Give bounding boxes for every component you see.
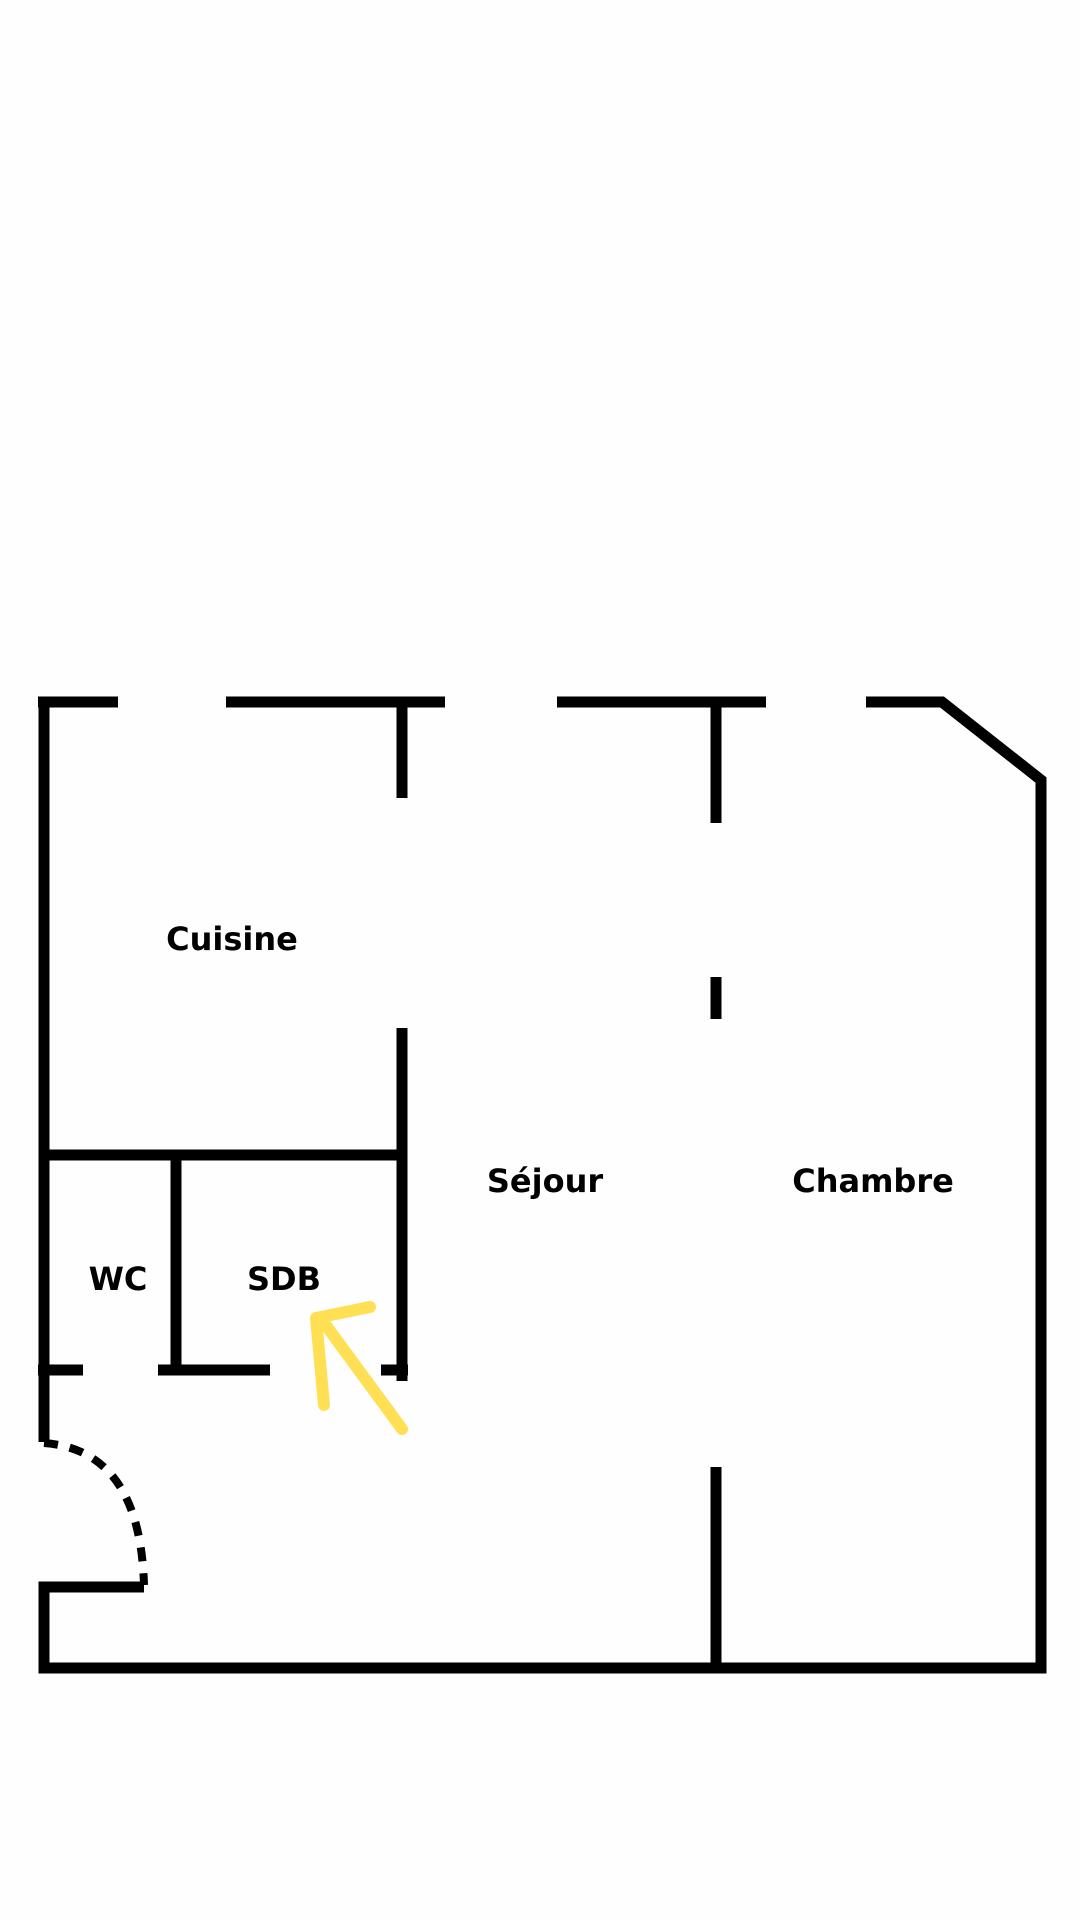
yellow-arrow-icon bbox=[310, 1301, 408, 1435]
room-label-living: Séjour bbox=[487, 1162, 603, 1200]
room-label-kitchen: Cuisine bbox=[166, 920, 298, 958]
top-right-diagonal-wall bbox=[38, 696, 1047, 1674]
room-label-bedroom: Chambre bbox=[792, 1162, 954, 1200]
room-label-bathroom: SDB bbox=[247, 1260, 321, 1298]
walls bbox=[38, 696, 1047, 1674]
room-label-toilet: WC bbox=[89, 1260, 148, 1298]
entrance-door-swing bbox=[43, 1439, 148, 1586]
